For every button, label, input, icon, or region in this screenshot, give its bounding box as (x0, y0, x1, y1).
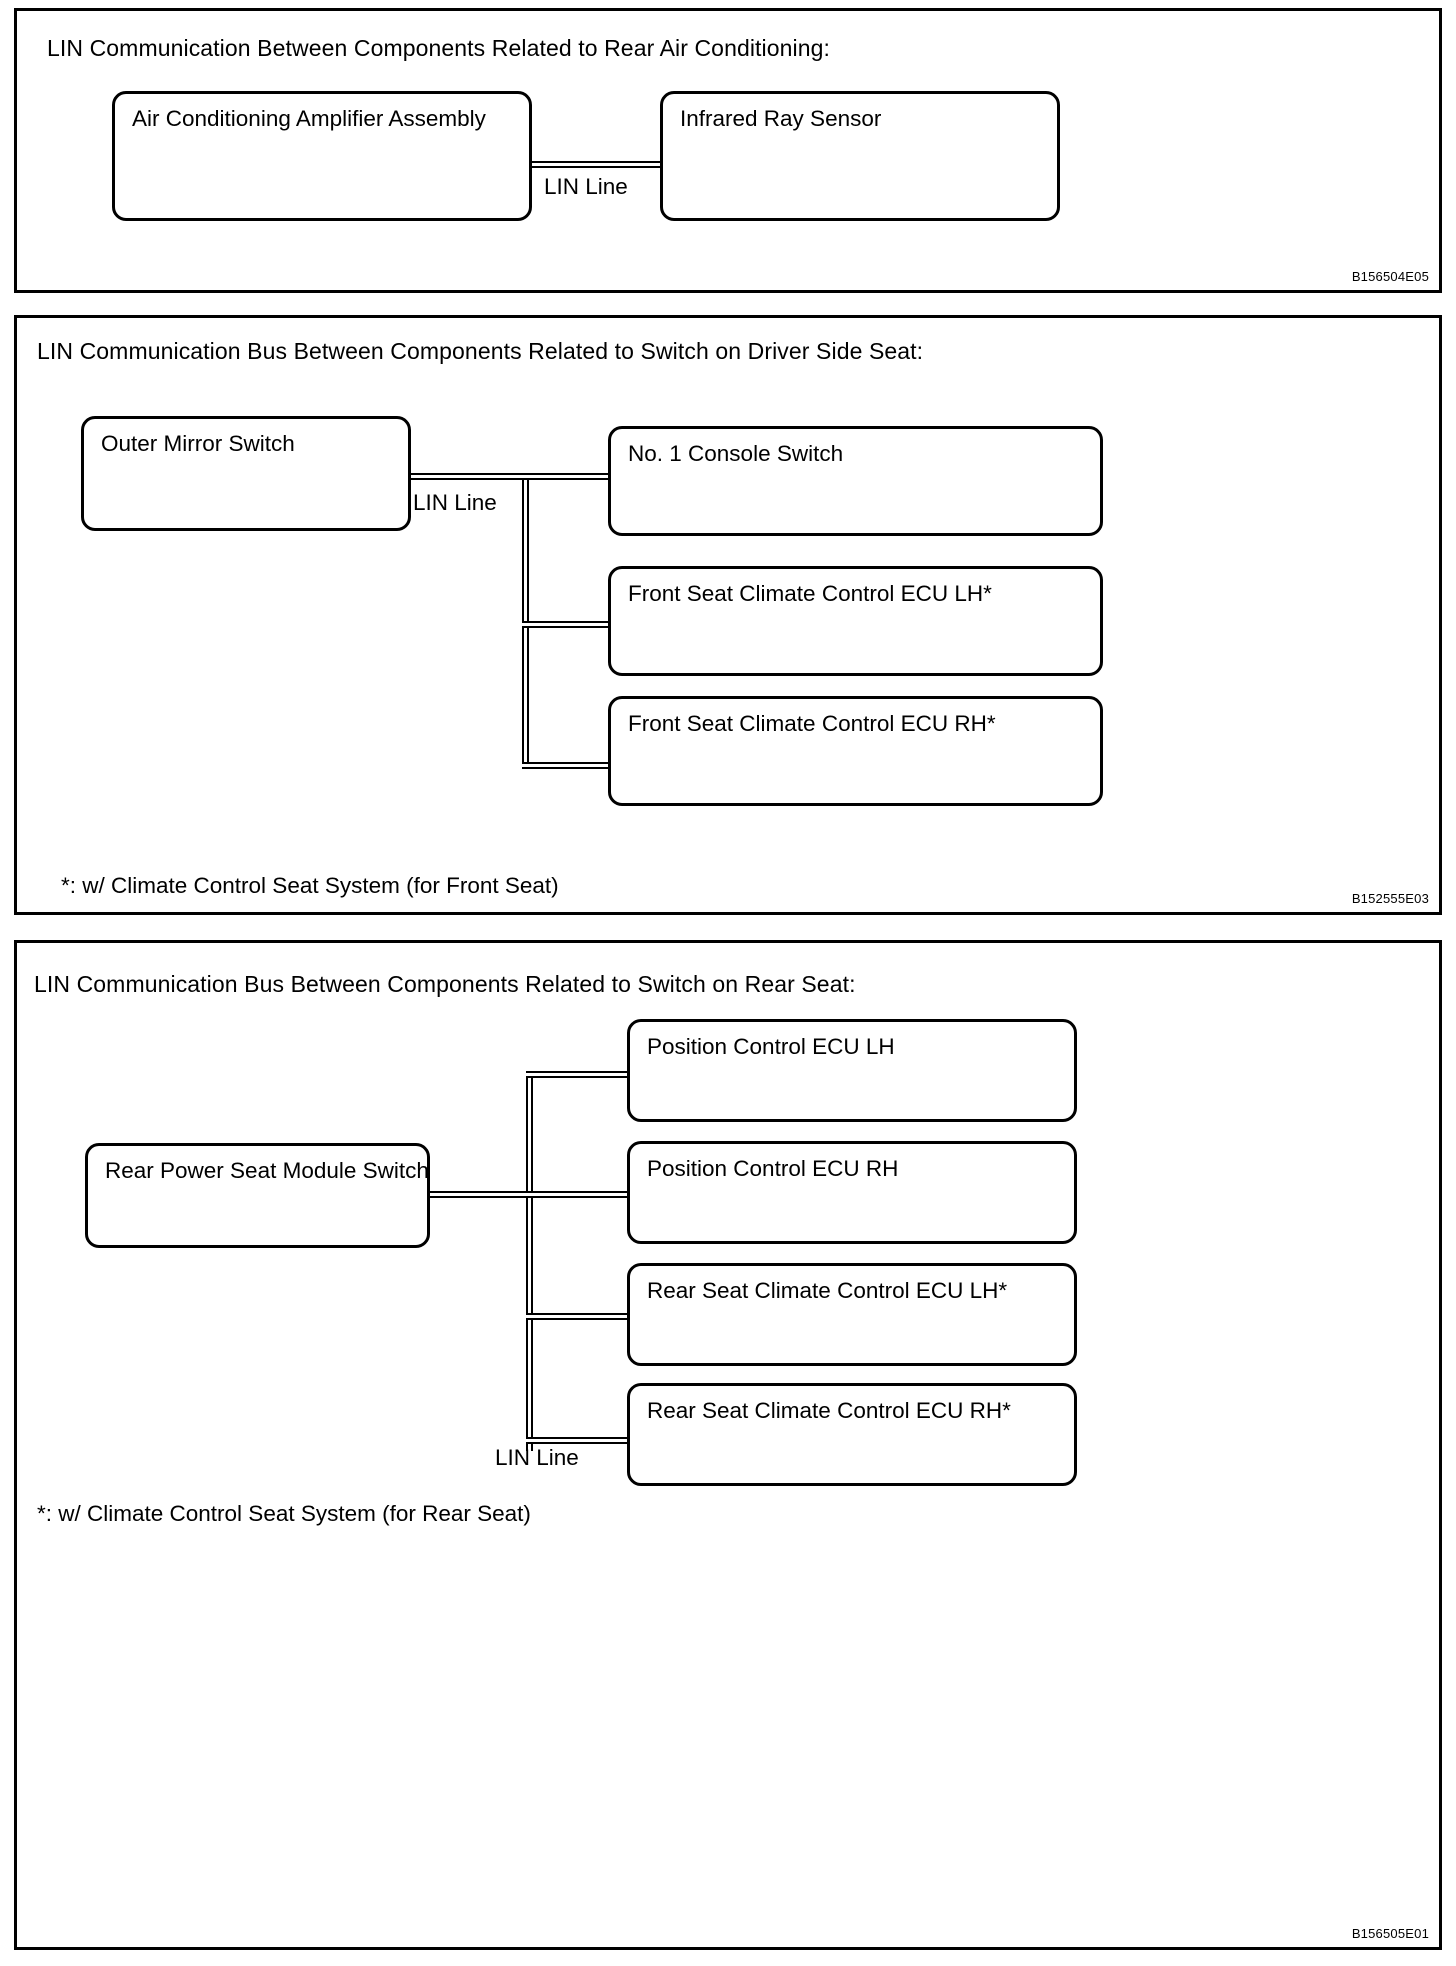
lin-line-label: LIN Line (495, 1445, 579, 1470)
node-infrared-ray-sensor: Infrared Ray Sensor (660, 91, 1060, 221)
lin-bus-branch-console-switch (522, 473, 612, 480)
reference-code: B156505E01 (1351, 1926, 1429, 1941)
lin-bus-trunk-stub (428, 1191, 533, 1198)
panel-title: LIN Communication Bus Between Components… (34, 971, 856, 997)
lin-bus-branch-front-seat-rh (522, 762, 612, 769)
node-label: Front Seat Climate Control ECU LH* (628, 581, 992, 606)
lin-bus-branch-position-control-rh (526, 1191, 631, 1198)
lin-bus-branch-position-control-lh (526, 1071, 631, 1078)
node-no-1-console-switch: No. 1 Console Switch (608, 426, 1103, 536)
node-air-conditioning-amplifier-assembly: Air Conditioning Amplifier Assembly (112, 91, 532, 221)
node-front-seat-climate-control-ecu-lh: Front Seat Climate Control ECU LH* (608, 566, 1103, 676)
panel-driver-side-seat-switch: LIN Communication Bus Between Components… (14, 315, 1442, 915)
node-label: Rear Seat Climate Control ECU RH* (647, 1398, 1011, 1423)
panel-title: LIN Communication Bus Between Components… (37, 338, 924, 364)
node-label: Position Control ECU RH (647, 1156, 899, 1181)
node-label: No. 1 Console Switch (628, 441, 844, 466)
node-position-control-ecu-lh: Position Control ECU LH (627, 1019, 1077, 1122)
reference-code: B156504E05 (1351, 269, 1429, 284)
lin-bus-trunk-stub (409, 473, 529, 480)
node-label: Air Conditioning Amplifier Assembly (132, 106, 486, 131)
reference-code: B152555E03 (1351, 891, 1429, 906)
footnote: *: w/ Climate Control Seat System (for F… (61, 873, 559, 898)
lin-bus-branch-rear-seat-rh (526, 1437, 631, 1444)
lin-bus-segment (530, 161, 662, 168)
panel-rear-air-conditioning: LIN Communication Between Components Rel… (14, 8, 1442, 293)
lin-bus-vertical-trunk (526, 1071, 533, 1451)
lin-bus-branch-rear-seat-lh (526, 1313, 631, 1320)
lin-bus-branch-front-seat-lh (522, 621, 612, 628)
node-label: Rear Seat Climate Control ECU LH* (647, 1278, 1008, 1303)
lin-line-label: LIN Line (413, 490, 497, 515)
lin-line-label: LIN Line (544, 174, 628, 199)
node-front-seat-climate-control-ecu-rh: Front Seat Climate Control ECU RH* (608, 696, 1103, 806)
node-label: Position Control ECU LH (647, 1034, 895, 1059)
node-rear-seat-climate-control-ecu-rh: Rear Seat Climate Control ECU RH* (627, 1383, 1077, 1486)
node-label: Rear Power Seat Module Switch (105, 1158, 429, 1183)
node-label: Infrared Ray Sensor (680, 106, 882, 131)
node-rear-power-seat-module-switch: Rear Power Seat Module Switch (85, 1143, 430, 1248)
node-label: Front Seat Climate Control ECU RH* (628, 711, 996, 736)
panel-rear-seat-switch: LIN Communication Bus Between Components… (14, 940, 1442, 1950)
node-outer-mirror-switch: Outer Mirror Switch (81, 416, 411, 531)
node-rear-seat-climate-control-ecu-lh: Rear Seat Climate Control ECU LH* (627, 1263, 1077, 1366)
footnote: *: w/ Climate Control Seat System (for R… (37, 1501, 531, 1526)
panel-title: LIN Communication Between Components Rel… (47, 35, 831, 61)
node-position-control-ecu-rh: Position Control ECU RH (627, 1141, 1077, 1244)
node-label: Outer Mirror Switch (101, 431, 295, 456)
